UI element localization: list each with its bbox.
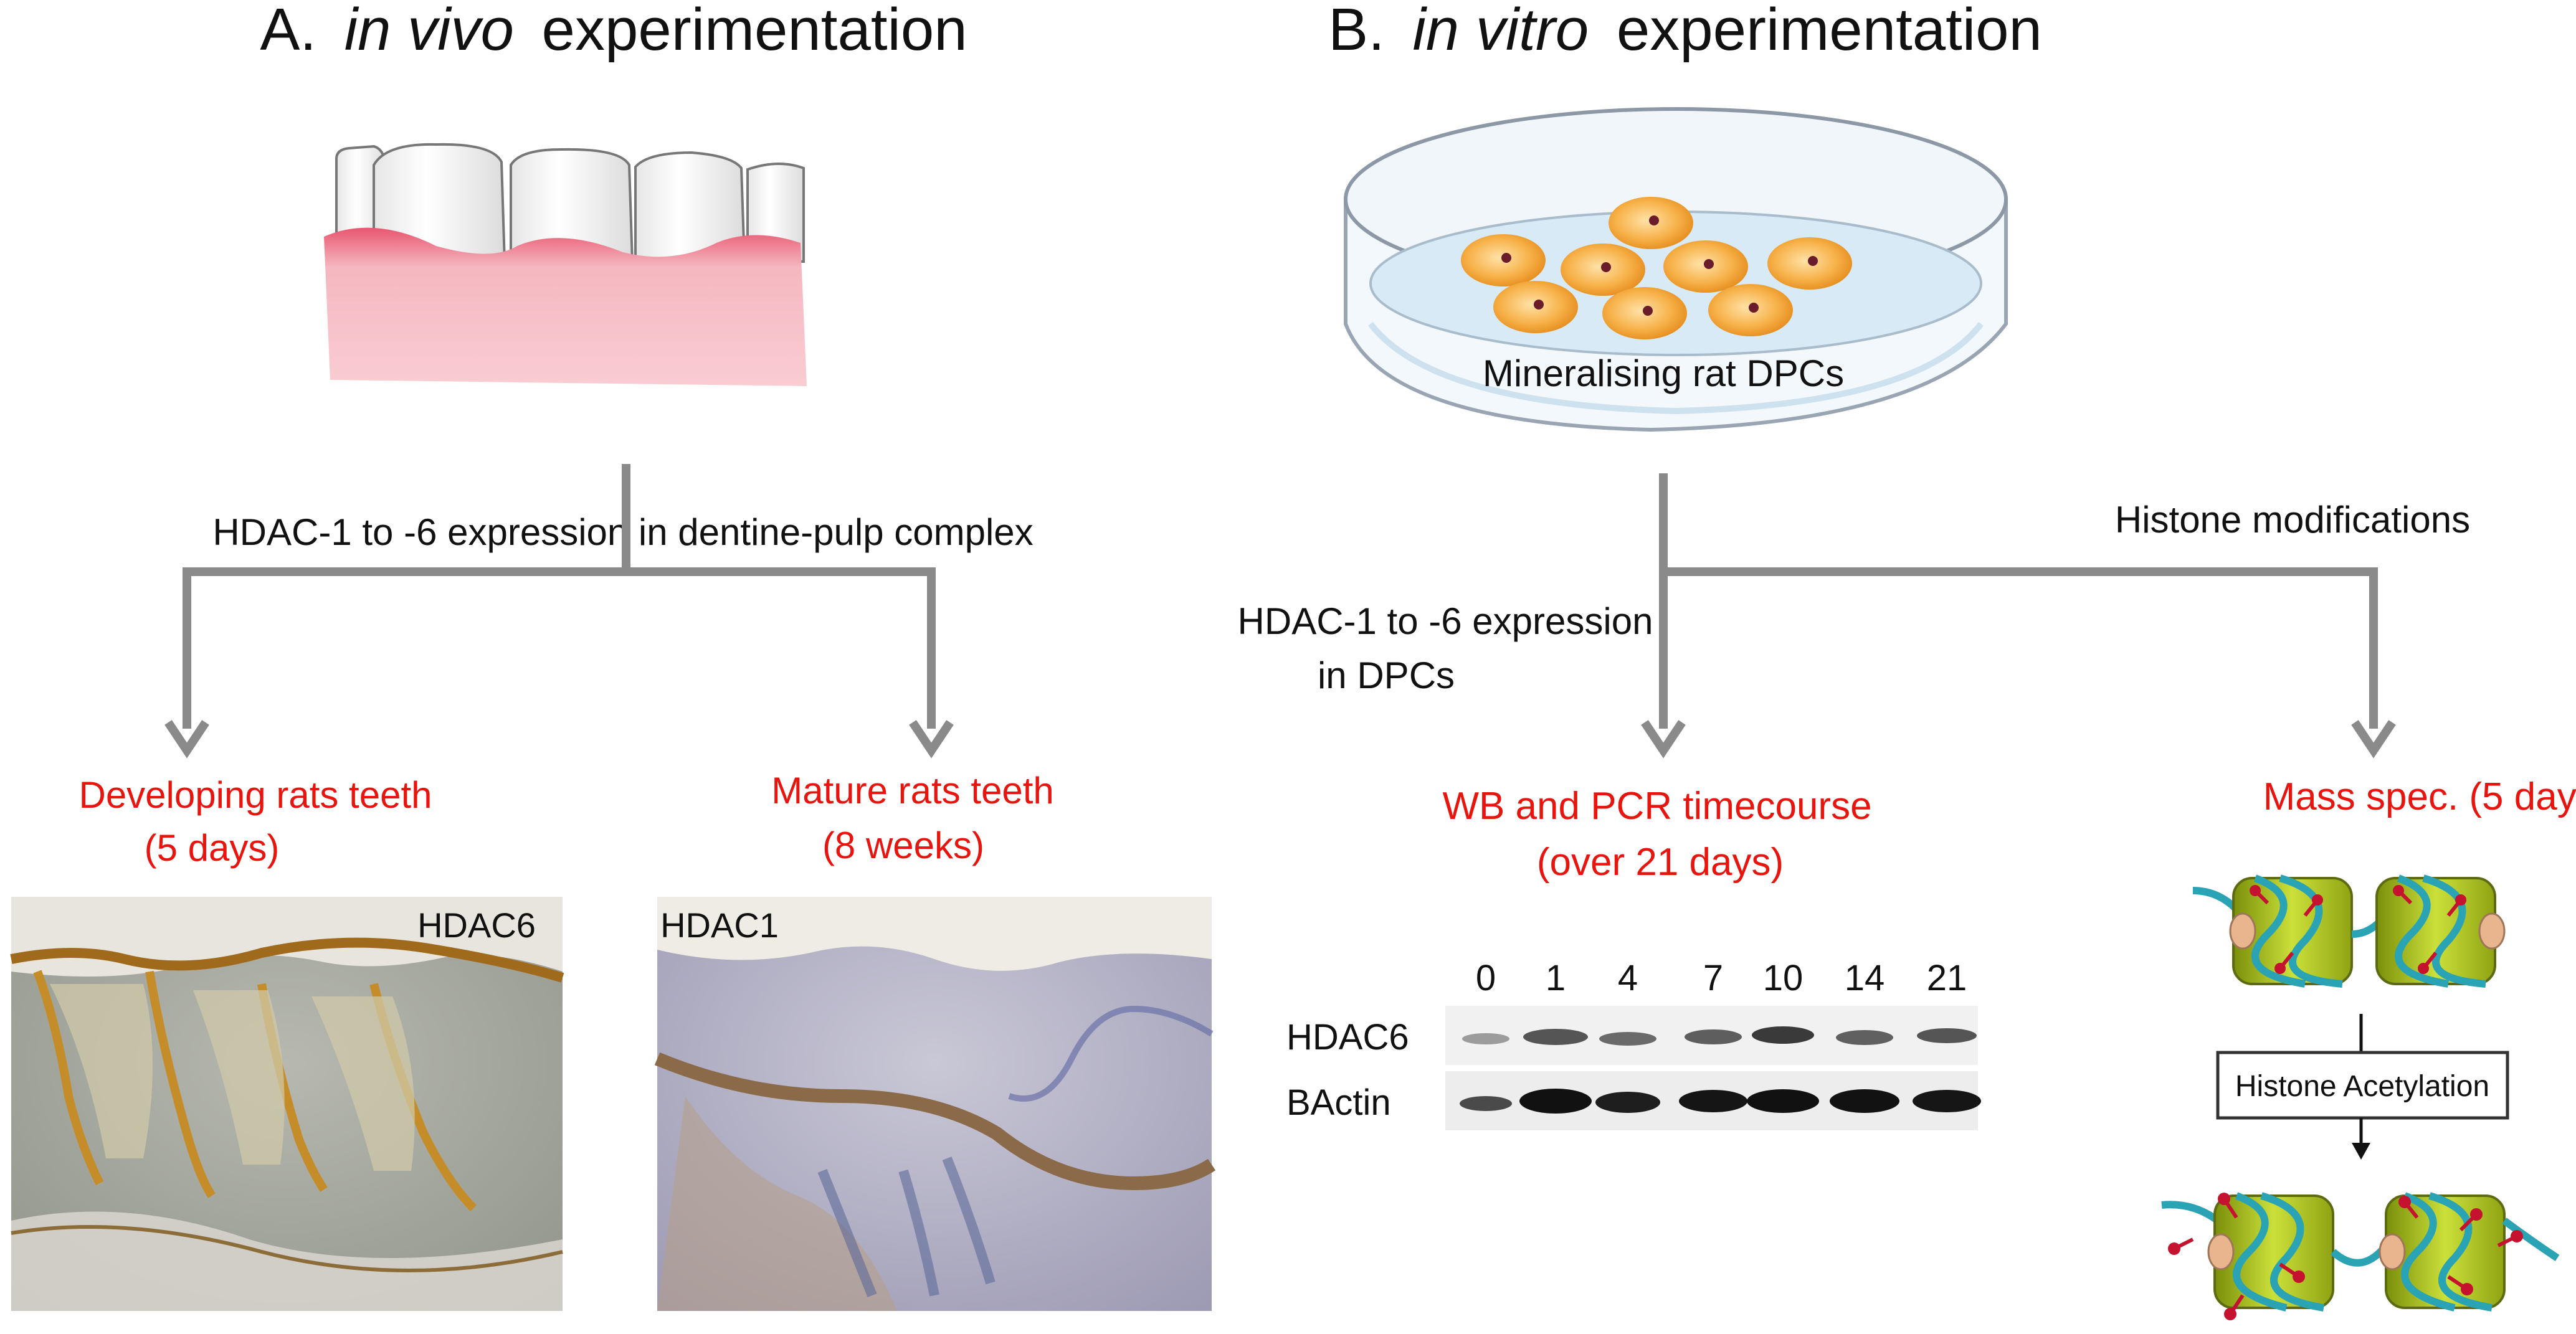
bactin-band-14	[1830, 1089, 1899, 1113]
histology-left-label: HDAC6	[417, 906, 536, 945]
blot-timepoint-0: 0	[1476, 958, 1496, 998]
blot-timepoint-7: 7	[1703, 958, 1723, 998]
hdac6-band-4	[1599, 1032, 1656, 1046]
western-blot: 0 1 4 7 10 14 21 HDAC6 BActin	[1286, 958, 1981, 1130]
hdac6-band-21	[1917, 1028, 1977, 1043]
hdac6-band-14	[1836, 1030, 1893, 1045]
developing-teeth-label: Developing rats teeth	[78, 774, 432, 816]
blot-timepoint-1: 1	[1546, 958, 1566, 998]
acetylation-arrow-head	[2352, 1143, 2370, 1160]
histology-right-label: HDAC1	[660, 906, 779, 945]
nucleosomes-after	[2161, 1192, 2560, 1320]
acetylation-label: Histone Acetylation	[2235, 1070, 2489, 1103]
nucleosomes-before	[2192, 874, 2506, 988]
bactin-band-10	[1747, 1089, 1819, 1113]
panel-b-branch-arrows	[1659, 473, 2378, 729]
hdac6-band-7	[1685, 1029, 1742, 1044]
acetylation-box	[2216, 1051, 2509, 1120]
arrow-head-left	[164, 720, 209, 759]
arrow-head-right	[909, 720, 954, 759]
mature-teeth-age: (8 weeks)	[822, 825, 984, 866]
wb-pcr-label: WB and PCR timecourse	[1442, 785, 1871, 828]
bactin-band-7	[1679, 1090, 1747, 1112]
dpc-expression-label-line2: in DPCs	[1318, 655, 1455, 696]
teeth-illustration	[324, 143, 807, 386]
blot-timepoint-10: 10	[1763, 958, 1804, 998]
hdac6-band-10	[1752, 1026, 1814, 1044]
panel-a-title: A. in vivo experimentation	[260, 0, 967, 63]
mature-teeth-label: Mature rats teeth	[771, 770, 1054, 811]
blot-timepoint-14: 14	[1845, 958, 1885, 998]
histology-image-hdac6	[10, 897, 564, 1311]
blot-row-hdac6: HDAC6	[1286, 1017, 1409, 1057]
hdac6-band-1	[1523, 1029, 1588, 1045]
histone-modifications-label: Histone modifications	[2115, 499, 2470, 541]
bactin-band-0	[1460, 1096, 1512, 1111]
blot-timepoint-4: 4	[1618, 958, 1638, 998]
mass-spec-label: Mass spec. (5 days)	[2263, 775, 2576, 818]
blot-row-bactin: BActin	[1286, 1082, 1391, 1123]
histology-image-hdac1	[654, 897, 1216, 1311]
panel-b-title: B. in vitro experimentation	[1328, 0, 2042, 63]
dish-label: Mineralising rat DPCs	[1483, 352, 1844, 394]
bactin-band-1	[1519, 1089, 1592, 1114]
cells	[1461, 197, 1852, 339]
arrow-head-mass-spec	[2351, 720, 2396, 759]
wb-pcr-duration: (over 21 days)	[1537, 841, 1784, 884]
panel-a-branch-arrows	[183, 464, 936, 729]
arrow-head-wb	[1641, 720, 1686, 759]
blot-timepoint-21: 21	[1927, 958, 1967, 998]
developing-teeth-age: (5 days)	[145, 827, 280, 869]
dpc-expression-label-line1: HDAC-1 to -6 expression	[1238, 600, 1653, 642]
hdac6-band-0	[1462, 1033, 1509, 1044]
bactin-band-4	[1595, 1092, 1660, 1113]
bactin-band-21	[1913, 1090, 1981, 1112]
